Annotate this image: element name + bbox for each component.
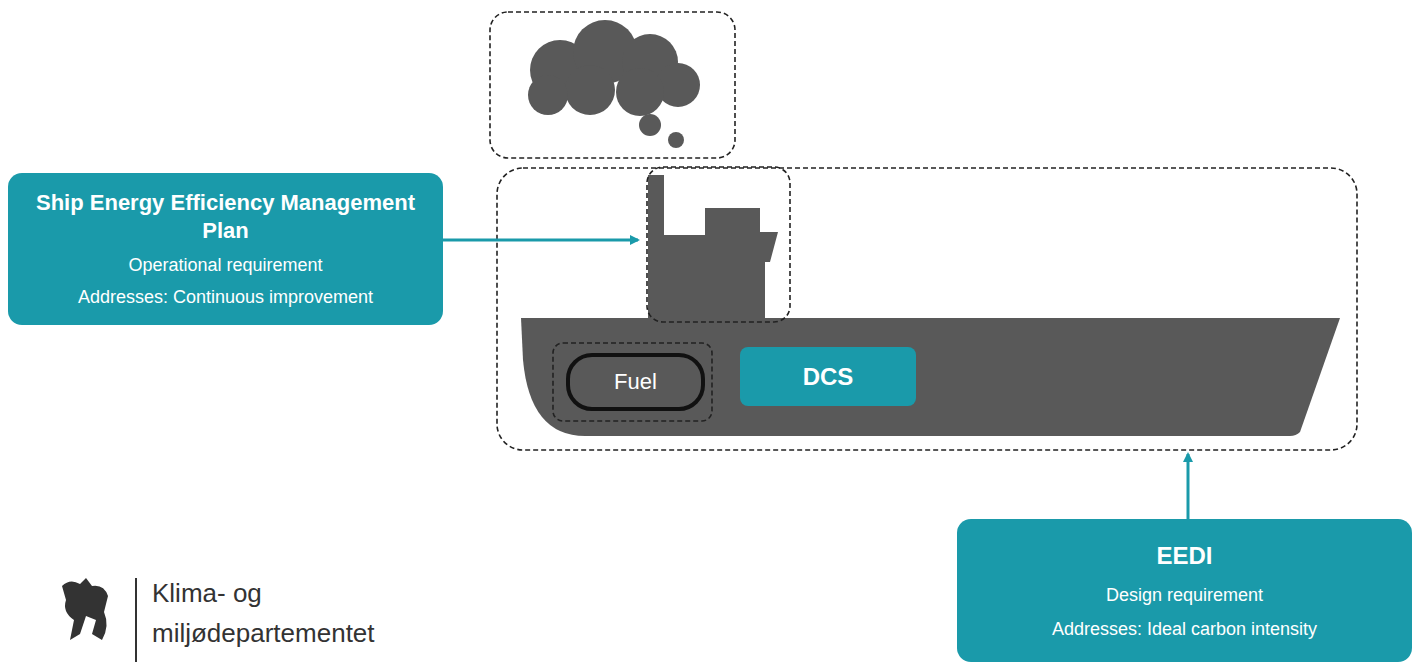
node-text: Design requirement [1106,583,1263,607]
funnel-shape [648,175,664,320]
pointer-arrow [443,239,638,242]
node-text: Addresses: Ideal carbon intensity [1052,617,1317,641]
node-title: EEDI [1156,541,1212,571]
fuel-tank: Fuel [566,353,705,411]
pointer-arrow [1187,454,1190,519]
cloud-symbol [528,20,700,148]
node-title: Ship Energy Efficiency Management Plan [22,189,429,245]
hull-shape [521,318,1340,436]
emission-boundary [490,12,735,158]
dcs-box: DCS [740,347,916,406]
superstructure-boundary [647,167,790,322]
node-title: DCS [803,363,854,391]
ministry-name: Klima- og [152,578,262,608]
logo-divider [135,578,137,662]
plan-box: Ship Energy Efficiency Management PlanOp… [8,173,443,325]
node-title: Fuel [614,369,657,395]
fuel-boundary [553,343,712,421]
node-text: Operational requirement [128,253,322,277]
node-text: Addresses: Continuous improvement [78,285,373,309]
ministry-name: miljødepartementet [152,618,375,648]
ship-boundary [497,168,1357,450]
eedi-box: EEDI Design requirementAddresses: Ideal c… [957,519,1412,662]
coat-of-arms [62,578,108,640]
superstructure-shape [664,208,778,318]
